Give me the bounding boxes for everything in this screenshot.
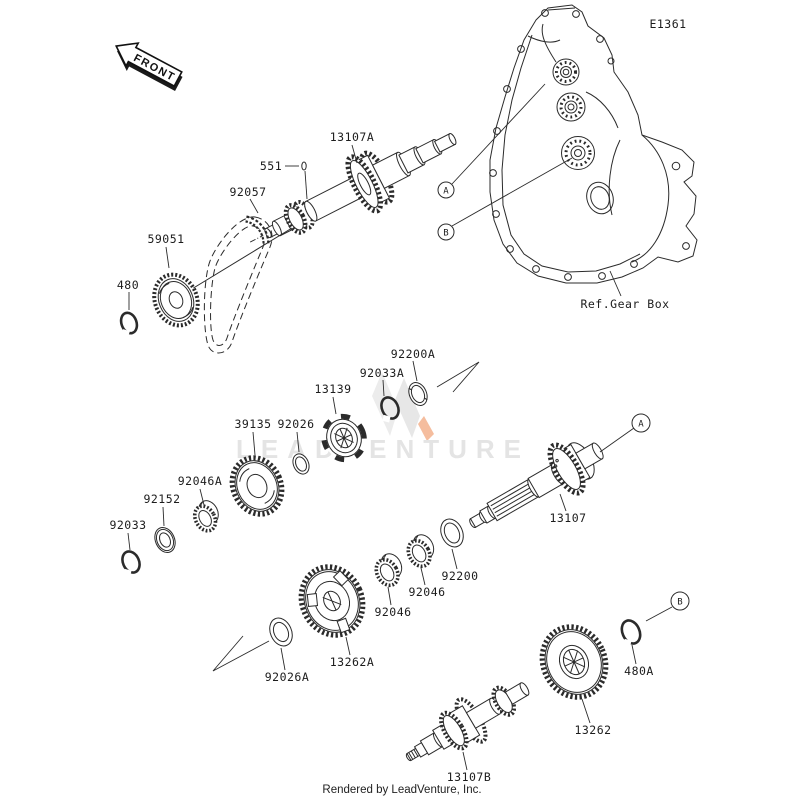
label-13139: 13139 — [314, 382, 351, 396]
callout-a-left: A — [437, 83, 546, 199]
gear-13262A — [298, 564, 366, 638]
callout-b-right: B — [645, 591, 690, 622]
housing-seal-bore — [586, 181, 614, 215]
thread-hatching — [408, 749, 419, 760]
label-13262A: 13262A — [330, 655, 375, 669]
shaft-13107 — [469, 442, 604, 529]
callout-a-right: A — [599, 413, 651, 453]
watermark-logo-accent — [418, 416, 434, 441]
label-13107B: 13107B — [447, 770, 492, 784]
label-59051: 59051 — [147, 232, 184, 246]
chain-axis-line — [181, 227, 293, 296]
gear-13262 — [539, 624, 609, 700]
label-92026: 92026 — [277, 417, 314, 431]
label-13107A: 13107A — [330, 130, 375, 144]
gear-box-housing: Ref.Gear Box — [489, 4, 698, 311]
callout-b-left: B — [437, 157, 573, 241]
housing-bearing-bottom — [561, 136, 595, 170]
front-direction-arrow: FRONT — [115, 42, 183, 91]
washer-92200A — [408, 382, 428, 406]
shaft-13107B — [405, 682, 530, 762]
front-arrow-body — [115, 42, 183, 88]
snap-ring-92033A — [380, 396, 400, 423]
housing-bolt-holes — [489, 9, 690, 281]
label-13107: 13107 — [549, 511, 586, 525]
housing-ribs — [527, 7, 670, 263]
label-92200: 92200 — [441, 569, 478, 583]
label-92046-rear: 92046 — [374, 605, 411, 619]
housing-bearing-top — [552, 58, 580, 86]
callout-a-left-label: A — [443, 187, 449, 197]
assembly-arrow-lower — [212, 635, 270, 672]
snap-ring-480A — [620, 619, 642, 647]
snap-ring-92033 — [121, 550, 141, 577]
sprocket-59051 — [152, 272, 200, 328]
label-92152: 92152 — [143, 492, 180, 506]
ref-gear-box-leader — [609, 270, 622, 297]
washer-92200 — [440, 518, 464, 548]
chain-92057 — [181, 215, 293, 354]
label-92200A: 92200A — [391, 347, 436, 361]
pin-551 — [301, 161, 307, 171]
callout-b-right-label: B — [677, 598, 682, 608]
spline-hatching — [490, 483, 536, 517]
label-480: 480 — [117, 278, 139, 292]
watermark-text: LEADVENTURE — [236, 434, 530, 464]
washer-92026A — [269, 617, 293, 647]
label-13262: 13262 — [574, 723, 611, 737]
part-labels: 13107A 551 92057 59051 480 92200A 92033A… — [109, 130, 653, 784]
watermark-logo-chevron-right — [395, 378, 420, 438]
label-92033A: 92033A — [360, 366, 405, 380]
label-480A: 480A — [624, 664, 654, 678]
watermark-logo-chevron-left — [372, 372, 398, 436]
needle-bearing-92046A — [192, 500, 219, 533]
needle-bearing-92046-rear — [374, 553, 403, 588]
dog-hub-13139 — [321, 413, 367, 463]
drawing-code: E1361 — [649, 17, 686, 31]
washer-92152 — [154, 527, 176, 553]
label-92046-front: 92046 — [408, 585, 445, 599]
callout-b-left-label: B — [443, 229, 448, 239]
ref-gear-box-label: Ref.Gear Box — [580, 297, 669, 311]
housing-outline — [489, 4, 698, 284]
spline-bore-hatching — [562, 649, 586, 675]
needle-bearing-92046-front — [406, 534, 435, 569]
shaft-13107A — [249, 133, 457, 243]
callout-a-right-label: A — [638, 420, 644, 430]
housing-bearing-middle — [556, 92, 586, 122]
washer-92026 — [292, 453, 310, 475]
assembly-arrow-upper — [436, 361, 480, 393]
label-551: 551 — [260, 159, 282, 173]
gear-39135 — [229, 455, 285, 517]
label-92026A: 92026A — [265, 670, 310, 684]
label-39135: 39135 — [234, 417, 271, 431]
label-92057: 92057 — [229, 185, 266, 199]
footer-credit: Rendered by LeadVenture, Inc. — [322, 784, 481, 796]
housing-inner-contour — [501, 34, 641, 273]
snap-ring-480 — [119, 311, 139, 338]
leadventure-watermark: LEADVENTURE — [236, 372, 530, 464]
label-92046A: 92046A — [178, 474, 223, 488]
label-92033: 92033 — [109, 518, 146, 532]
